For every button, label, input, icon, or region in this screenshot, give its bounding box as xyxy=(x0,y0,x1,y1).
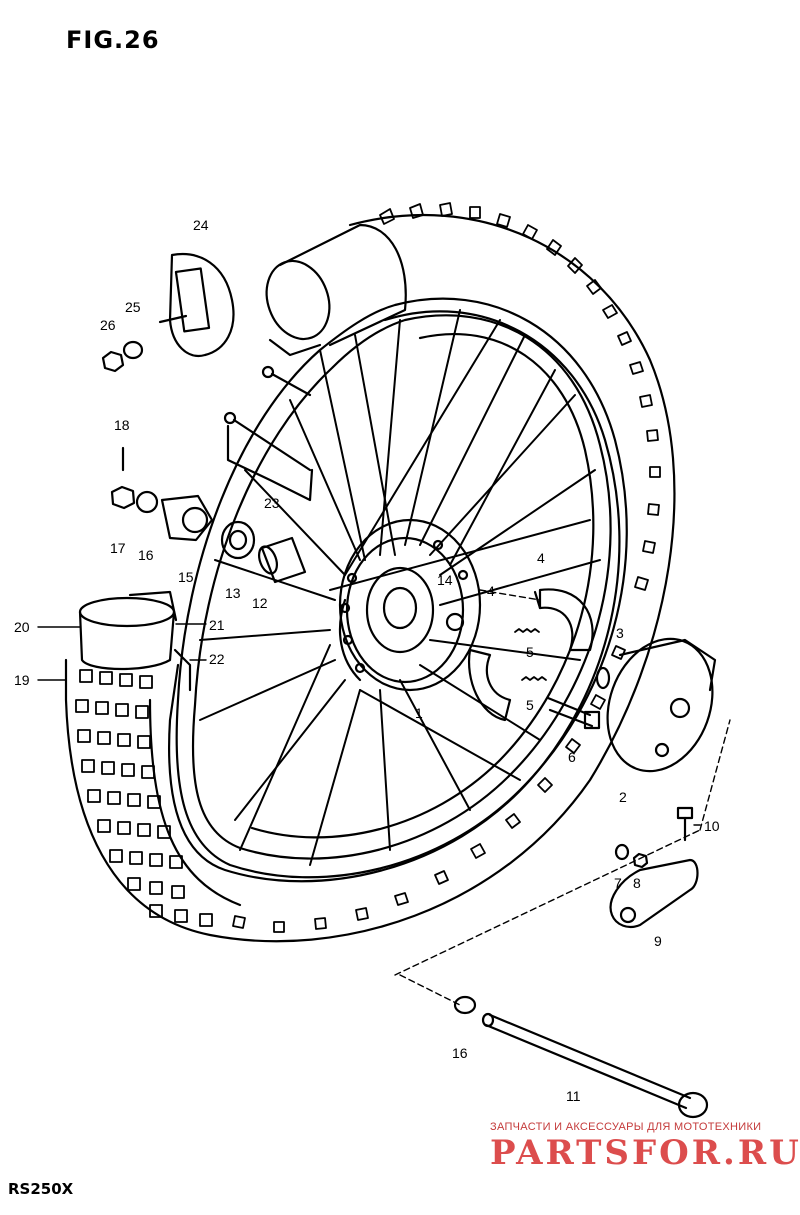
brake-panel xyxy=(606,637,717,773)
callout-23: 23 xyxy=(264,495,280,511)
spokes xyxy=(199,309,601,866)
axle-11 xyxy=(481,1012,709,1119)
callout-8: 8 xyxy=(633,875,641,891)
callout-16b: 16 xyxy=(452,1045,468,1061)
nut-26 xyxy=(101,350,125,373)
callout-7: 7 xyxy=(614,875,622,891)
callout-14: 14 xyxy=(437,572,453,588)
hub xyxy=(338,518,482,692)
callout-13: 13 xyxy=(225,585,241,601)
watermark-caption: ЗАПЧАСТИ И АКСЕССУАРЫ ДЛЯ МОТОТЕХНИКИ xyxy=(490,1121,762,1133)
callout-24: 24 xyxy=(193,217,209,233)
callout-6: 6 xyxy=(568,749,576,765)
callout-3: 3 xyxy=(616,625,624,641)
spoke-nipples xyxy=(223,365,314,502)
callout-10: 10 xyxy=(704,818,720,834)
spacer-15 xyxy=(160,494,214,542)
callout-18: 18 xyxy=(114,417,130,433)
springs xyxy=(514,628,547,681)
rim-lock xyxy=(158,253,235,358)
washer-16 xyxy=(135,490,159,514)
callout-16: 16 xyxy=(138,547,154,563)
watermark-logo: PARTSFOR.RU xyxy=(490,1133,800,1173)
washer-16b xyxy=(453,995,477,1015)
tube-upper xyxy=(265,223,407,357)
callout-4a: 4 xyxy=(537,550,545,566)
callout-12: 12 xyxy=(252,595,268,611)
callout-17: 17 xyxy=(110,540,126,556)
figure-title: FIG.26 xyxy=(66,26,160,54)
callout-1: 1 xyxy=(415,705,423,721)
nut-8 xyxy=(632,852,649,869)
seal-3 xyxy=(595,666,611,690)
leader-lines xyxy=(37,623,701,826)
callout-20: 20 xyxy=(14,619,30,635)
callout-9: 9 xyxy=(654,933,662,949)
callout-21: 21 xyxy=(209,617,225,633)
callout-26: 26 xyxy=(100,317,116,333)
brake-shoe-upper xyxy=(533,588,594,652)
tube-section xyxy=(78,590,192,692)
callout-19: 19 xyxy=(14,672,30,688)
callout-2: 2 xyxy=(619,789,627,805)
bearing-13 xyxy=(220,520,256,560)
spacer-12 xyxy=(257,536,307,584)
callout-22: 22 xyxy=(209,651,225,667)
torque-arm-9 xyxy=(609,858,699,929)
nut-17 xyxy=(110,485,136,510)
brake-shoe-lower xyxy=(467,648,512,722)
rim xyxy=(175,297,628,879)
bolt-10 xyxy=(676,806,694,842)
callout-11: 11 xyxy=(566,1088,581,1104)
callout-5b: 5 xyxy=(526,697,534,713)
washer-7 xyxy=(614,843,630,861)
model-label: RS250X xyxy=(8,1180,74,1198)
guide-lines xyxy=(394,589,731,1006)
callout-5a: 5 xyxy=(526,644,534,660)
callout-25: 25 xyxy=(125,299,141,315)
callout-numbers: 24 25 26 18 23 17 16 15 13 12 14 4 4 5 5… xyxy=(14,217,720,1104)
callout-4b: 4 xyxy=(487,583,495,599)
tire-tread xyxy=(232,202,661,933)
washer-25 xyxy=(122,340,144,360)
callout-15: 15 xyxy=(178,569,194,585)
tire-section-tread xyxy=(75,669,213,927)
brake-cam-6 xyxy=(546,696,601,730)
